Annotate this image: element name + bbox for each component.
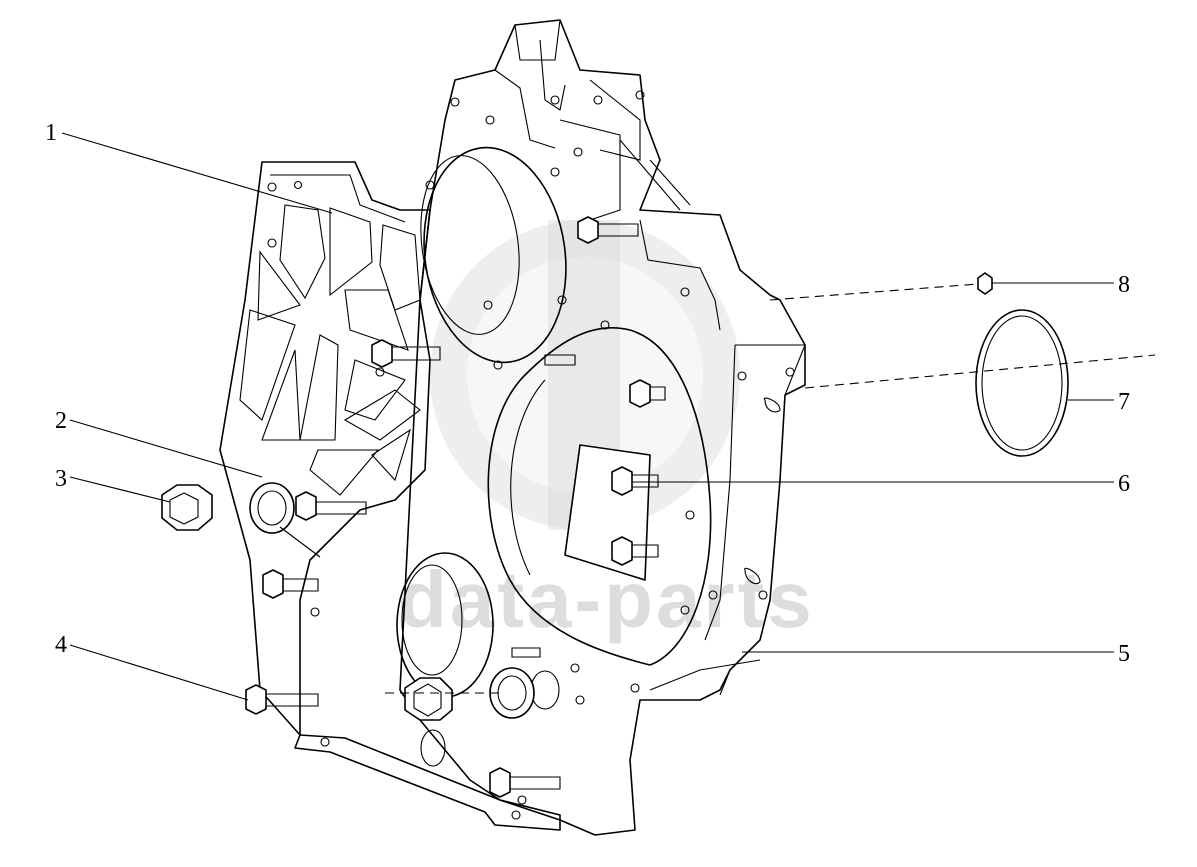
callout-6: 6 [1118, 471, 1130, 497]
o-ring-7 [975, 309, 1069, 457]
callout-8: 8 [1118, 272, 1130, 298]
centerline-8 [769, 283, 979, 301]
leader-line-2 [69, 419, 263, 478]
gasket-plate [219, 161, 431, 736]
bolt-lower-bore [404, 677, 453, 721]
bolt-left-mid [262, 569, 319, 599]
bolt-plate-upper [611, 466, 659, 496]
plug-3 [161, 484, 213, 531]
seal-ring-2 [249, 482, 295, 534]
bottom-rail [294, 734, 561, 831]
callout-7: 7 [1118, 389, 1130, 415]
callout-5: 5 [1118, 641, 1130, 667]
callout-1: 1 [45, 120, 57, 146]
leader-line-2b [279, 526, 321, 558]
watermark-text: data-parts [398, 555, 815, 644]
callout-3: 3 [55, 466, 67, 492]
callout-2: 2 [55, 408, 67, 434]
leader-line-3 [69, 476, 171, 503]
nut-8 [977, 272, 993, 295]
centerline-7 [804, 354, 1156, 389]
leader-line-4 [69, 644, 249, 701]
leader-line-1 [61, 132, 333, 214]
callout-4: 4 [55, 632, 67, 658]
bolt-4 [245, 684, 319, 715]
bolt-mid-bore [629, 379, 666, 408]
bolt-upper [577, 216, 639, 244]
bolt-bottom [489, 767, 561, 798]
bolt-left-housing [371, 339, 441, 368]
bolt-2 [295, 491, 367, 521]
bolt-plate-lower [611, 536, 659, 566]
